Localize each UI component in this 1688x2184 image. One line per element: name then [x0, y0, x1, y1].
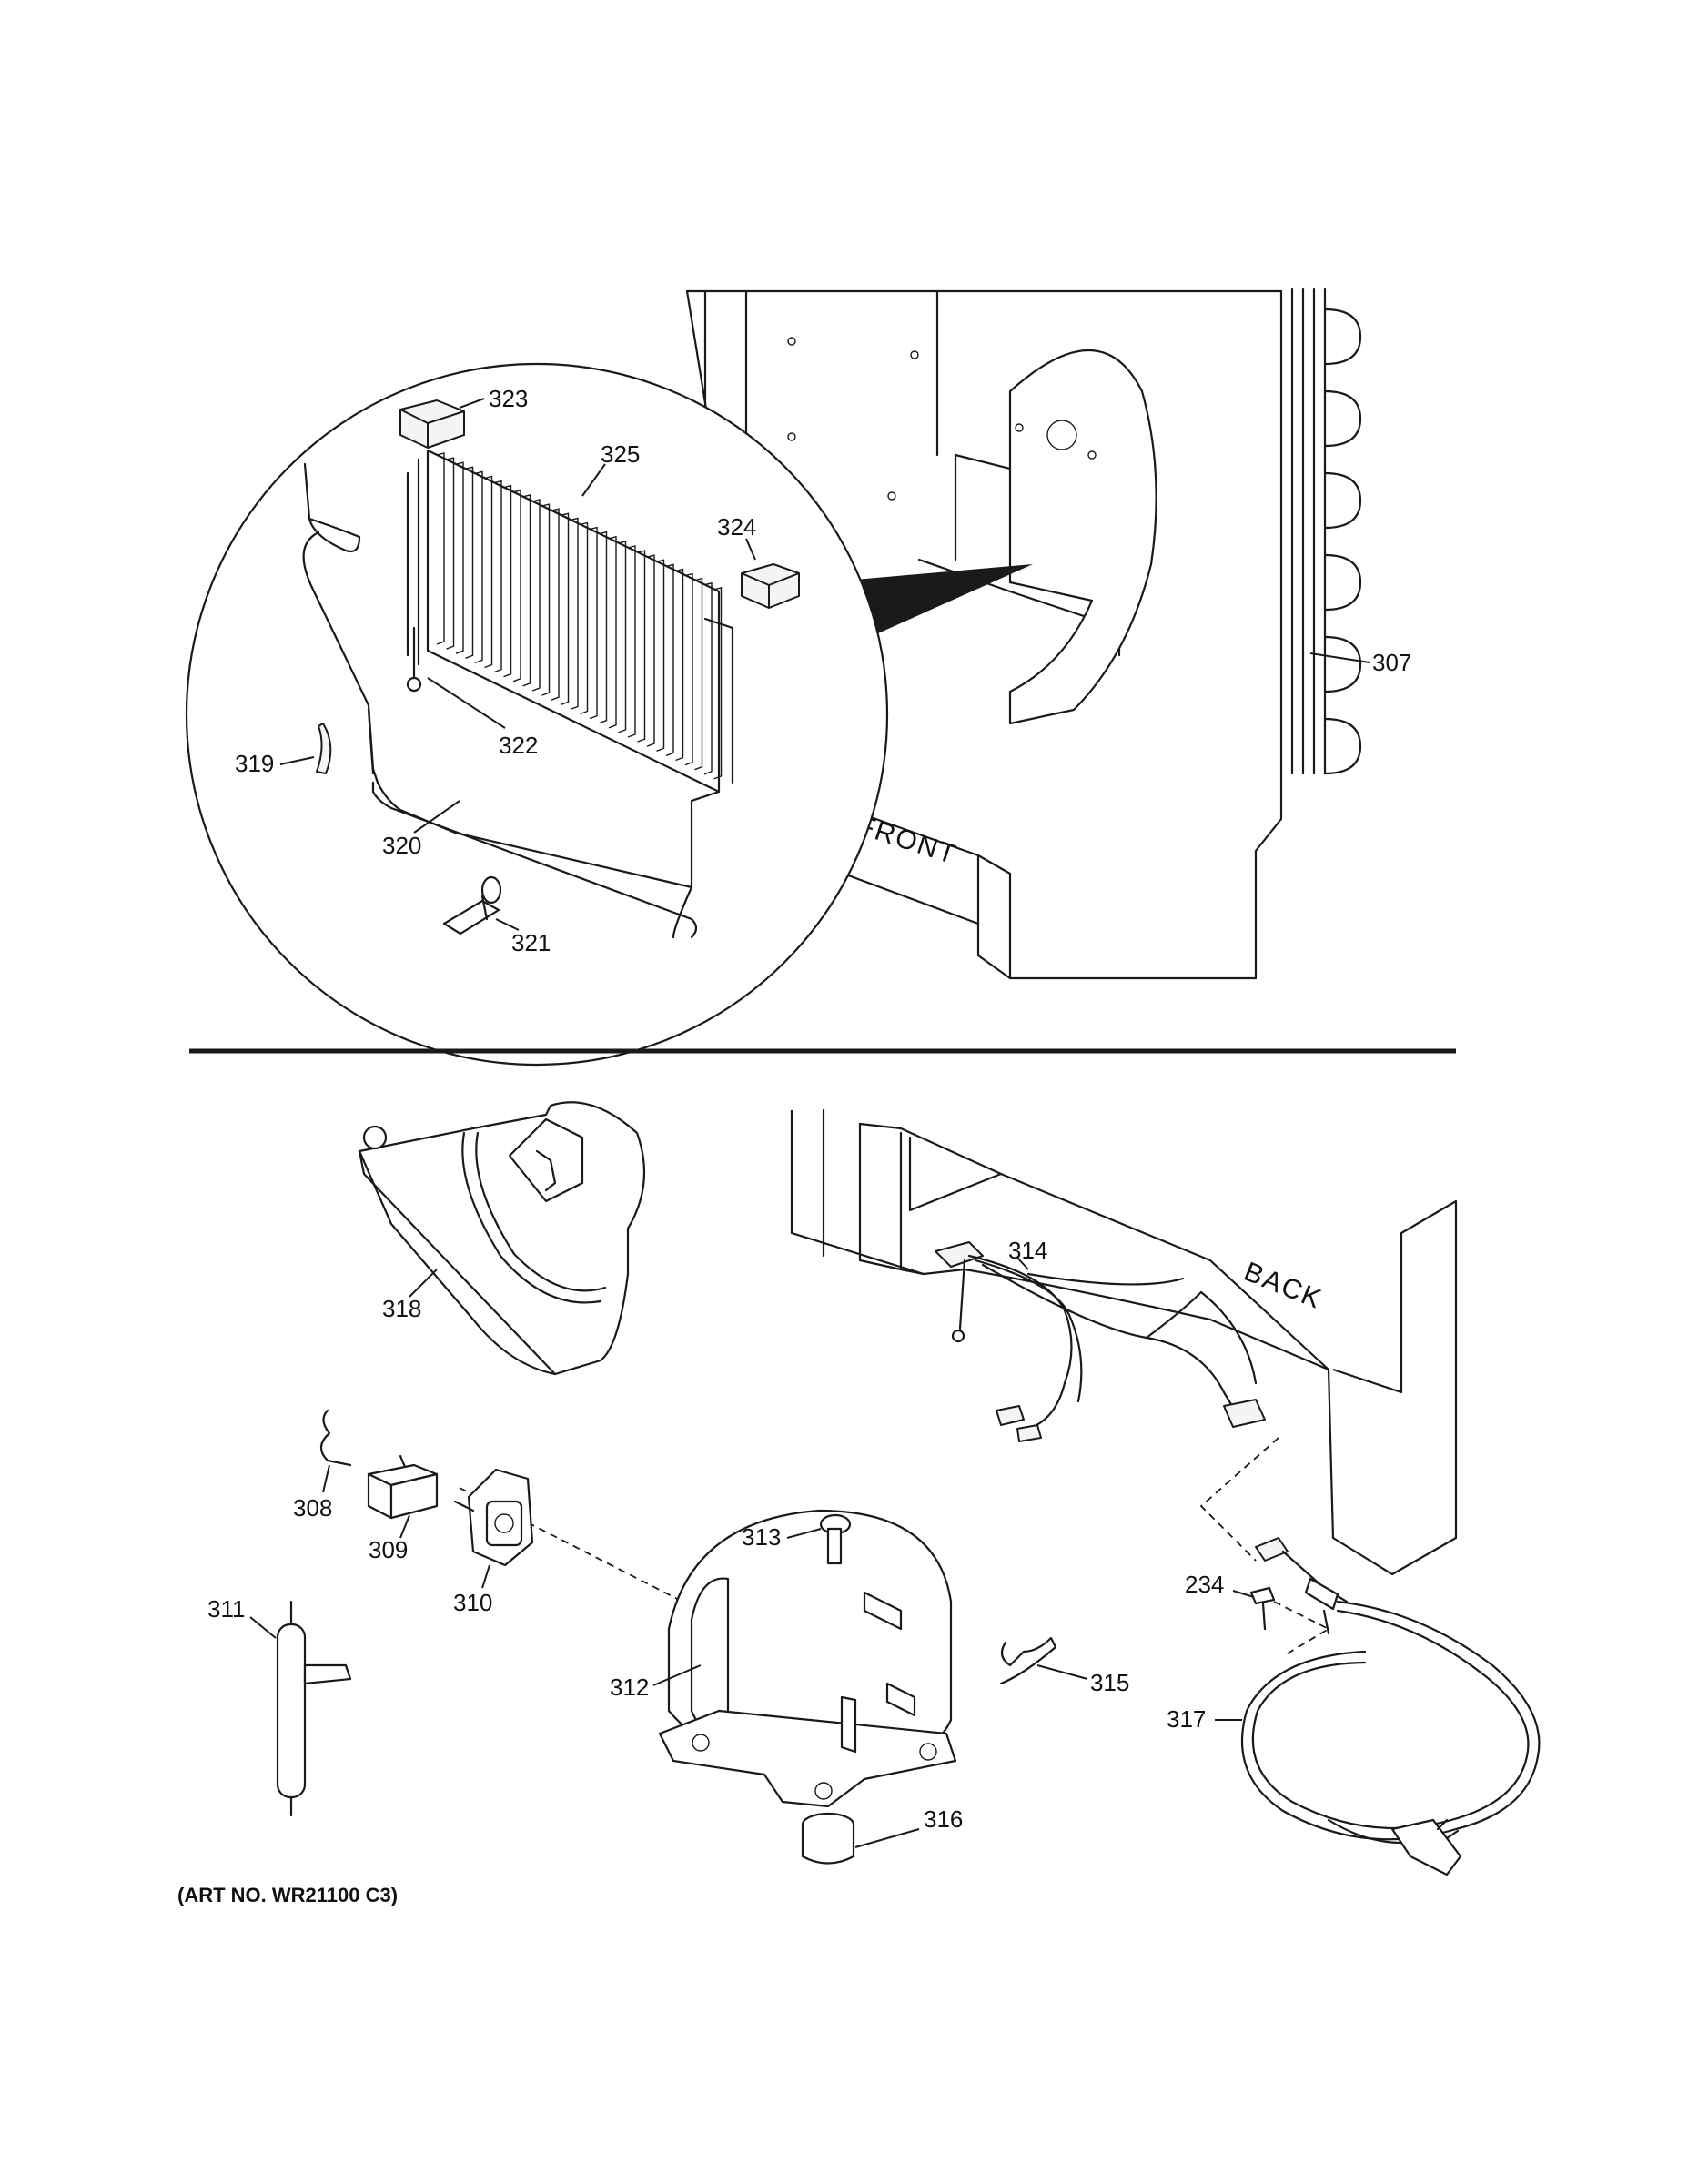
evaporator-fin [570, 517, 579, 711]
evaporator-fin [503, 484, 512, 678]
part-320 [371, 781, 698, 939]
leader-307 [1309, 652, 1370, 663]
evaporator-fin [703, 581, 713, 775]
callout-314: 314 [1008, 1237, 1047, 1264]
callout-309: 309 [369, 1536, 408, 1563]
part-315 [999, 1636, 1057, 1685]
evaporator-fin [551, 508, 560, 701]
callout-321: 321 [511, 929, 551, 956]
detail-circle [185, 362, 889, 1067]
cabinet-back: BACK [790, 1108, 1458, 1576]
evaporator-fin [484, 475, 493, 669]
evaporator-fin [512, 489, 521, 682]
condenser-loop [1323, 308, 1362, 366]
evaporator-fin [522, 494, 531, 687]
dashed-link-ground [1273, 1601, 1330, 1657]
condenser-loop [1323, 553, 1362, 612]
evaporator-fin [684, 572, 693, 766]
condenser-loop [1323, 635, 1362, 693]
condenser-coil [1290, 288, 1362, 775]
evaporator-fin [599, 531, 608, 724]
part-313 [819, 1513, 852, 1565]
evaporator-fin [665, 563, 674, 757]
evaporator-fin [694, 577, 703, 771]
callout-307: 307 [1372, 649, 1411, 676]
evaporator-fin [474, 470, 483, 664]
callout-322: 322 [499, 732, 538, 759]
callout-319: 319 [235, 750, 274, 777]
part-316 [801, 1812, 855, 1865]
part-234 [1249, 1586, 1276, 1631]
evaporator-fin [531, 499, 541, 692]
part-319 [316, 723, 332, 774]
callout-320: 320 [382, 832, 421, 859]
part-317-power-cord [1240, 1537, 1541, 1876]
evaporator-fin [455, 461, 464, 654]
callout-313: 313 [742, 1523, 781, 1551]
evaporator-fin [580, 521, 589, 715]
callout-316: 316 [924, 1805, 963, 1833]
condenser-loop [1323, 389, 1362, 448]
drain-pan [358, 1101, 646, 1376]
evaporator-fin [561, 512, 570, 705]
evaporator-fin [618, 541, 627, 733]
evaporator-fin [656, 559, 665, 752]
part-311 [276, 1600, 352, 1817]
condenser-loop [1323, 717, 1362, 775]
callout-317: 317 [1167, 1705, 1206, 1733]
callout-318: 318 [382, 1295, 421, 1322]
callout-323: 323 [489, 385, 528, 412]
part-310 [453, 1468, 534, 1567]
part-324 [741, 563, 800, 609]
evaporator-fin [436, 452, 445, 645]
wire-harness [935, 1241, 1266, 1442]
callout-311: 311 [207, 1595, 245, 1623]
part-312-compressor [658, 1509, 957, 1808]
back-label: BACK [1239, 1257, 1327, 1315]
dashed-link-harness [1199, 1437, 1279, 1562]
evaporator-fin [493, 480, 502, 673]
evaporator-fin [446, 457, 455, 650]
evaporator-fin [541, 503, 551, 696]
defrost-heater-wiring [302, 462, 721, 939]
callout-315: 315 [1090, 1669, 1129, 1696]
evaporator-fin [608, 535, 617, 729]
part-321 [442, 875, 502, 935]
art-number: (ART NO. WR21100 C3) [177, 1884, 398, 1906]
callout-312: 312 [610, 1673, 649, 1701]
callout-308: 308 [293, 1494, 332, 1522]
part-308 [319, 1409, 352, 1467]
callout-310: 310 [453, 1589, 492, 1616]
evaporator-fin [589, 526, 598, 720]
evaporator-fin [675, 568, 684, 762]
part-323 [399, 399, 465, 449]
callout-325: 325 [601, 440, 640, 468]
evaporator-fin [637, 550, 646, 743]
evaporator-fin [465, 466, 474, 659]
part-309 [367, 1454, 439, 1520]
evaporator-fin [646, 554, 655, 747]
callout-234: 234 [1185, 1571, 1224, 1598]
condenser-loop [1323, 471, 1362, 530]
evaporator-fin [627, 545, 636, 738]
evaporator [406, 449, 734, 794]
callout-324: 324 [717, 513, 756, 541]
evaporator-fin [713, 587, 723, 780]
